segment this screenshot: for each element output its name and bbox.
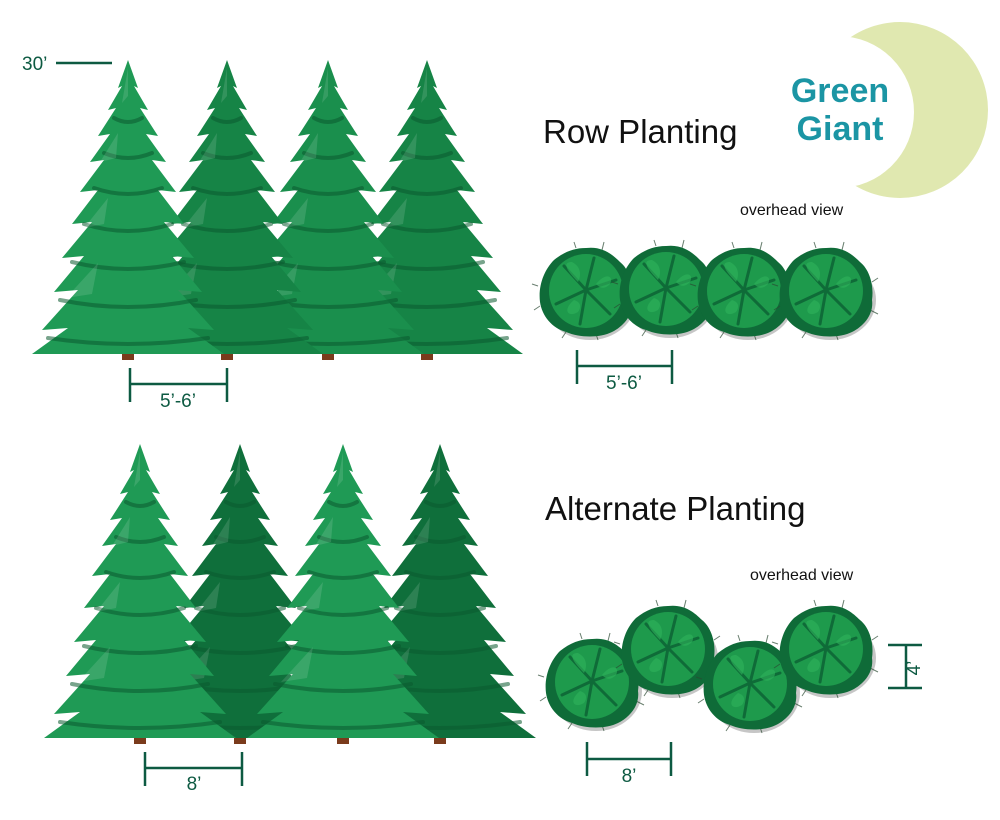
row-side-view: [30, 58, 525, 362]
height-label: 30’: [22, 54, 47, 75]
row-side-spacing: [128, 368, 229, 402]
alternate-planting-title: Alternate Planting: [545, 490, 806, 527]
brand-name-line1: Green: [791, 72, 889, 110]
alternate-overhead-label: overhead view: [750, 567, 854, 584]
alternate-offset-marker: [888, 643, 922, 690]
row-overhead-label: overhead view: [740, 202, 844, 219]
row-overhead-spacing-label: 5’-6’: [606, 373, 642, 394]
brand-name-line2: Giant: [797, 110, 884, 148]
alternate-overhead-spacing: [585, 742, 673, 776]
alternate-offset-label: 4’: [904, 661, 925, 676]
brand-circle: [762, 36, 914, 188]
alternate-side-spacing-label: 8’: [187, 774, 202, 795]
alternate-side-view: [42, 442, 538, 746]
row-side-spacing-label: 5’-6’: [160, 391, 196, 412]
alternate-overhead-spacing-label: 8’: [622, 766, 637, 787]
height-marker: 30’: [22, 54, 112, 75]
row-shrub-4: [770, 240, 880, 342]
alternate-overhead-view: [536, 598, 880, 735]
row-planting-title: Row Planting: [543, 113, 737, 150]
row-overhead-view: [530, 238, 880, 342]
row-overhead-spacing: [575, 350, 674, 384]
brand-badge: Green Giant: [762, 22, 988, 198]
alternate-side-spacing: [143, 752, 244, 786]
